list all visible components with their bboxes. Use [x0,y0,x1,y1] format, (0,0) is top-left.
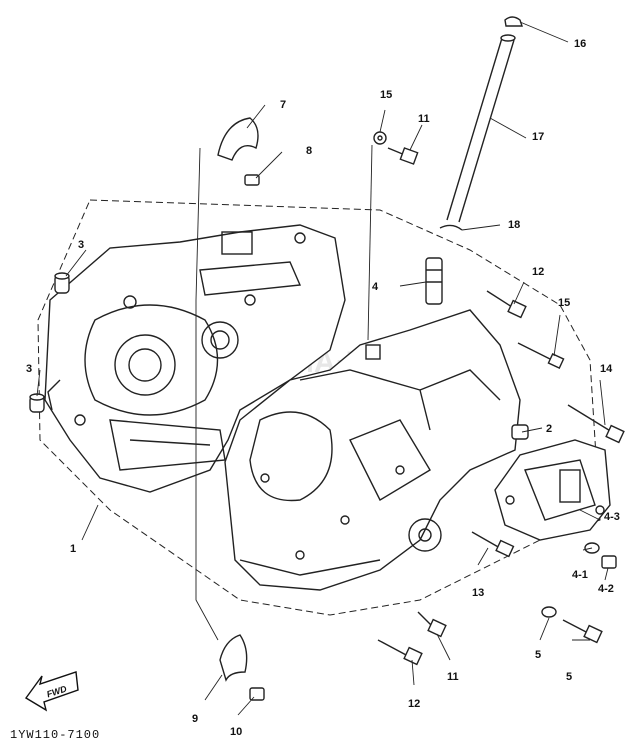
hose-clip-top [504,16,523,27]
callout-15-upper: 15 [380,89,392,101]
breather-hose [446,34,516,223]
screw-8 [244,174,260,186]
callout-9: 9 [192,713,198,725]
callout-1: 1 [70,543,76,555]
screw-4-2 [601,555,617,569]
callout-7: 7 [280,99,286,111]
callout-14: 14 [600,363,613,375]
assembly-group-outline [37,199,601,616]
dowel-pin-right [511,424,529,440]
hose-clip-bottom [439,224,463,231]
callout-3-upper: 3 [78,239,84,251]
clamp-7 [217,117,259,161]
dowel-pin-upper [54,272,70,294]
clamp-9 [219,634,248,682]
callout-4: 4 [372,281,379,293]
washer-5 [541,606,557,618]
callout-11-lower: 11 [447,671,459,683]
callout-3-lower: 3 [26,363,32,375]
bolt-5 [562,619,603,644]
callout-2: 2 [546,423,552,435]
callout-16: 16 [574,38,586,50]
callout-13: 13 [472,587,484,599]
callout-5-bolt: 5 [566,671,572,683]
fwd-arrow-icon: FWD [24,671,79,712]
bolt-14 [567,404,625,444]
callout-8: 8 [306,145,312,157]
crankcase-cover [494,439,611,541]
callout-labels: 1 2 3 3 4 4-1 4-2 4-3 5 5 7 8 9 10 11 11… [26,38,620,738]
callout-5-washer: 5 [535,649,541,661]
callout-18: 18 [508,219,520,231]
dowel-pin-lower [29,393,45,413]
callout-10: 10 [230,726,242,738]
callout-4-3: 4-3 [604,511,620,523]
washer-15-upper [373,131,387,145]
callout-4-2: 4-2 [598,583,614,595]
callout-12-lower: 12 [408,698,420,710]
bolt-11-upper [387,147,419,165]
callout-12-upper: 12 [532,266,544,278]
leader-lines [36,21,609,716]
bolt-12-lower [377,639,423,666]
callout-4-1: 4-1 [572,569,588,581]
screw-10 [249,687,265,701]
bolt-15-right [517,342,565,369]
bolt-11-lower [417,611,447,638]
bolt-13 [471,531,515,558]
callout-15-right: 15 [558,297,570,309]
breather-fitting [425,257,443,305]
diagram-reference-code: 1YW110-7100 [10,728,100,742]
bolt-12-upper [486,290,527,319]
callout-11-upper: 11 [418,113,430,125]
callout-17: 17 [532,131,544,143]
